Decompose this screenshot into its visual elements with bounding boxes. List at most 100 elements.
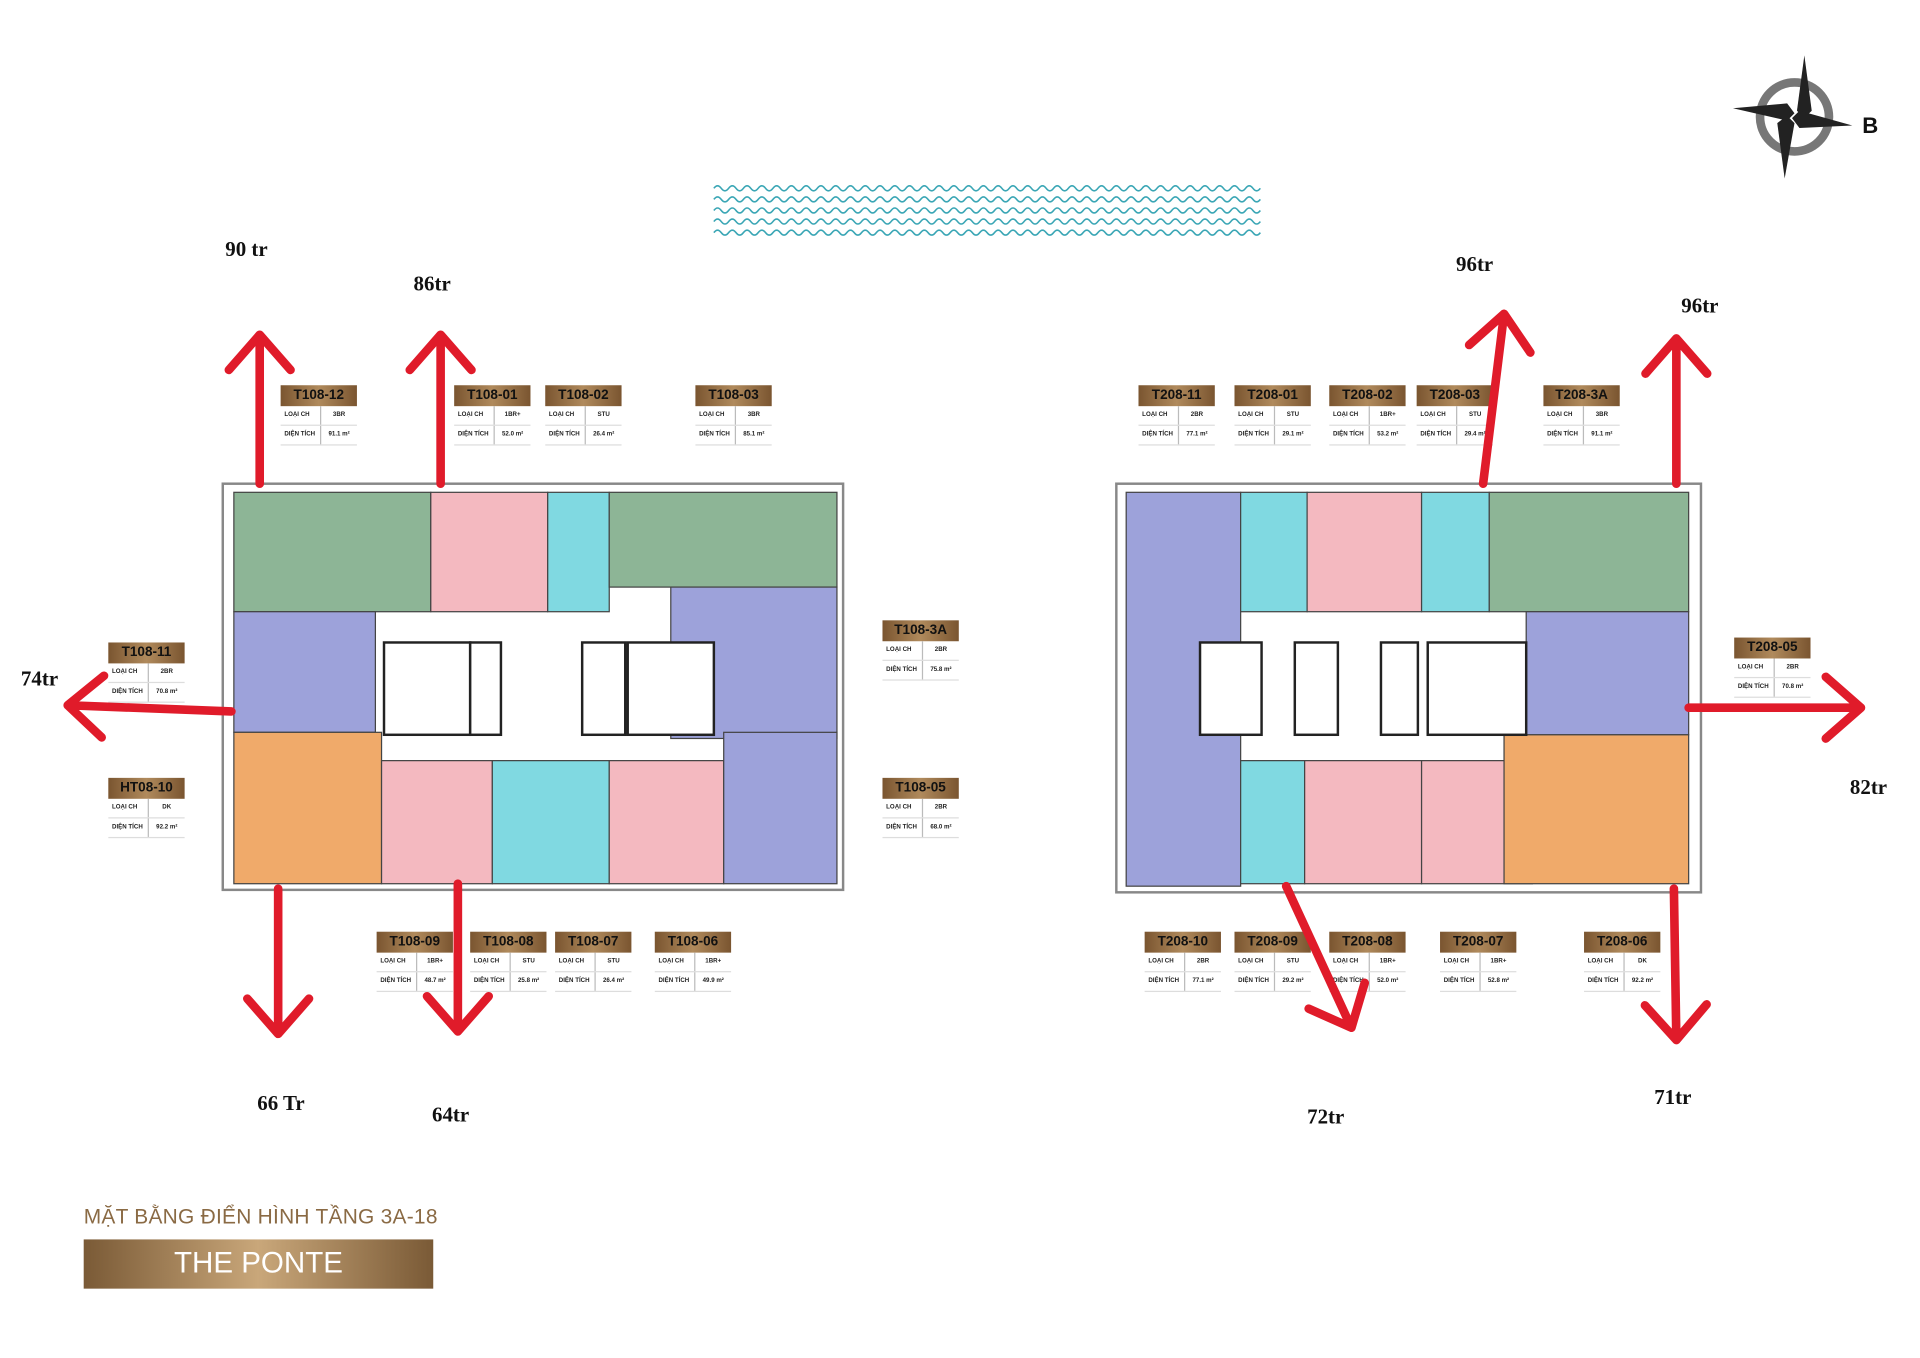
unit-type: 2BR — [1773, 658, 1811, 677]
unit-code: T108-03 — [695, 385, 772, 407]
unit-type: STU — [1456, 406, 1493, 425]
unit-code: T208-10 — [1144, 931, 1221, 953]
unit-type: DK — [147, 798, 185, 818]
type-label: LOẠI CH — [1420, 411, 1446, 419]
unit-area: 29.4 m² — [1456, 425, 1493, 445]
apartment-pink — [430, 491, 549, 613]
price-label: 66 Tr — [257, 1091, 305, 1116]
type-label: LOẠI CH — [457, 411, 484, 419]
apartment-pink — [380, 760, 493, 885]
unit-code: T208-06 — [1584, 931, 1661, 953]
wave-line — [713, 185, 1261, 192]
area-label: DIỆN TÍCH — [112, 823, 143, 831]
red-arrow-icon — [224, 330, 295, 489]
unit-code: T108-07 — [555, 931, 632, 953]
unit-area: 52.0 m² — [493, 425, 531, 445]
apartment-green — [1488, 491, 1690, 613]
red-arrow-icon — [1464, 309, 1535, 489]
area-label: DIỆN TÍCH — [1332, 430, 1364, 439]
price-label: 74tr — [20, 667, 59, 691]
unit-area: 70.8 m² — [147, 683, 185, 702]
core-room — [580, 641, 627, 737]
area-label: DIỆN TÍCH — [457, 430, 489, 439]
unit-code: T208-01 — [1234, 385, 1311, 407]
type-label: LOẠI CH — [1148, 957, 1174, 965]
price-label: 96tr — [1681, 294, 1719, 318]
unit-area: 25.8 m² — [509, 972, 547, 991]
unit-area: 52.0 m² — [1368, 972, 1406, 991]
core-room — [626, 641, 716, 737]
unit-type: 3BR — [320, 406, 357, 425]
area-label: DIỆN TÍCH — [380, 977, 412, 985]
unit-area: 70.8 m² — [1773, 678, 1811, 697]
unit-code: T208-11 — [1138, 385, 1215, 407]
unit-area: 85.1 m² — [734, 425, 772, 445]
type-label: LOẠI CH — [1238, 957, 1264, 965]
apartment-purple — [723, 731, 838, 885]
area-label: DIỆN TÍCH — [886, 665, 917, 674]
type-label: LOẠI CH — [112, 803, 138, 812]
unit-type: 3BR — [734, 406, 772, 425]
area-label: DIỆN TÍCH — [1443, 977, 1475, 985]
type-label: LOẠI CH — [1443, 957, 1470, 965]
unit-area: 48.7 m² — [416, 972, 453, 991]
apartment-cyan — [1420, 491, 1490, 613]
area-label: DIỆN TÍCH — [699, 430, 730, 439]
unit-code: T108-06 — [654, 931, 732, 953]
unit-type: 1BR+ — [493, 406, 531, 425]
core-room — [1379, 641, 1420, 737]
unit-area: 26.4 m² — [584, 425, 622, 445]
unit-area: 92.2 m² — [1623, 972, 1660, 991]
price-label: 82tr — [1849, 775, 1888, 799]
apartment-green — [608, 491, 838, 588]
apartment-green — [233, 491, 432, 613]
area-label: DIỆN TÍCH — [112, 688, 143, 696]
area-label: DIỆN TÍCH — [473, 977, 505, 985]
area-label: DIỆN TÍCH — [1238, 977, 1269, 985]
unit-code: T208-03 — [1416, 385, 1493, 407]
red-arrow-icon — [1640, 884, 1711, 1045]
unit-area: 91.1 m² — [320, 425, 357, 445]
price-label: 96tr — [1456, 252, 1494, 276]
apartment-pink — [1306, 491, 1423, 613]
unit-type: 1BR+ — [1368, 952, 1406, 972]
unit-area: 92.2 m² — [147, 818, 185, 837]
unit-type: 1BR+ — [416, 952, 453, 972]
unit-type: STU — [594, 952, 631, 972]
price-label: 86tr — [413, 272, 451, 296]
type-label: LOẠI CH — [1238, 411, 1264, 419]
unit-code: T108-02 — [545, 385, 622, 407]
unit-type: 2BR — [147, 663, 185, 682]
red-arrow-icon — [243, 884, 314, 1039]
unit-type: 1BR+ — [1368, 406, 1406, 425]
area-label: DIỆN TÍCH — [886, 823, 917, 831]
apartment-cyan — [547, 491, 610, 613]
unit-type: STU — [584, 406, 622, 425]
unit-area: 91.1 m² — [1582, 425, 1620, 445]
type-label: LOẠI CH — [284, 411, 310, 419]
price-label: 64tr — [432, 1102, 470, 1127]
unit-area: 29.1 m² — [1273, 425, 1311, 445]
north-label: B — [1862, 113, 1879, 138]
red-arrow-icon — [1684, 672, 1866, 743]
unit-area: 53.2 m² — [1368, 425, 1406, 445]
unit-type: 1BR+ — [1479, 952, 1516, 972]
area-label: DIỆN TÍCH — [548, 430, 580, 439]
unit-code: T108-09 — [376, 931, 453, 953]
brand-banner: THE PONTE — [83, 1239, 434, 1289]
